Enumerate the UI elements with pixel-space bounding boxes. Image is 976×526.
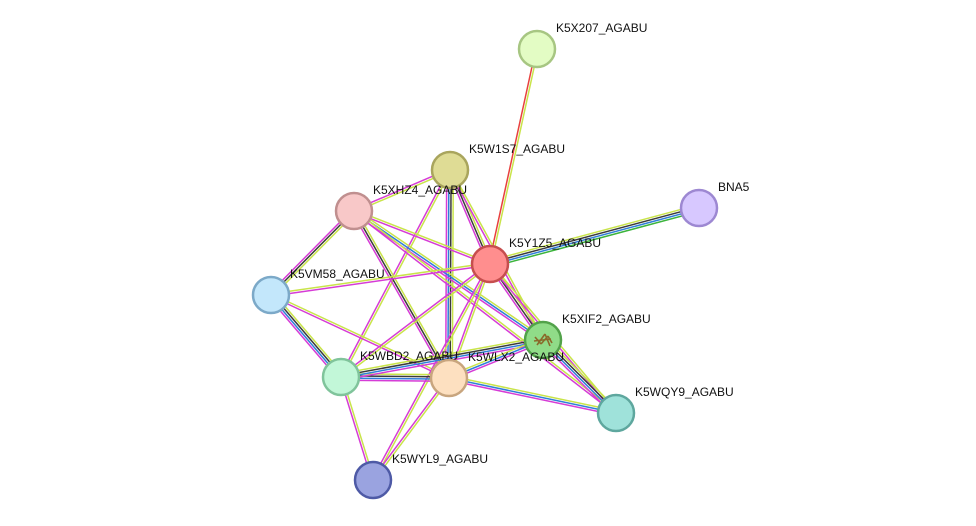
- node-k5x207-agabu[interactable]: K5X207_AGABU: [517, 21, 647, 69]
- node-k5wqy9-agabu[interactable]: K5WQY9_AGABU: [596, 385, 734, 433]
- node-circle[interactable]: [470, 244, 510, 284]
- edge-evidence-line: [272, 212, 357, 298]
- edge-evidence-line: [340, 338, 543, 377]
- edge-evidence-line: [371, 376, 449, 480]
- node-k5wlx2-agabu[interactable]: K5WLX2_AGABU: [429, 350, 564, 398]
- edge-k5xhz4-agabu-k5y1z5-agabu[interactable]: [353, 209, 491, 266]
- node-k5y1z5-agabu[interactable]: K5Y1Z5_AGABU: [470, 236, 601, 284]
- edge-evidence-line: [352, 212, 543, 343]
- edge-evidence-line: [354, 209, 491, 264]
- edge-k5wlx2-agabu-k5wqy9-agabu[interactable]: [448, 375, 617, 416]
- edge-evidence-line: [449, 375, 617, 412]
- edge-evidence-line: [488, 204, 699, 262]
- node-circle[interactable]: [321, 357, 361, 397]
- edge-evidence-line: [353, 210, 544, 341]
- node-label: K5X207_AGABU: [556, 21, 647, 35]
- node-circle[interactable]: [517, 29, 557, 69]
- node-label: BNA5: [718, 180, 750, 194]
- node-circle[interactable]: [596, 393, 636, 433]
- edge-k5x207-agabu-k5y1z5-agabu[interactable]: [488, 48, 539, 265]
- node-circle[interactable]: [334, 191, 374, 231]
- edge-evidence-line: [448, 377, 617, 414]
- node-k5xhz4-agabu[interactable]: K5XHZ4_AGABU: [334, 183, 467, 231]
- edge-evidence-line: [353, 211, 490, 266]
- edge-k5w1s7-agabu-k5wbd2-agabu[interactable]: [339, 169, 452, 378]
- edge-evidence-line: [371, 263, 490, 480]
- edge-k5xhz4-agabu-k5wqy9-agabu[interactable]: [352, 209, 618, 415]
- edge-evidence-line: [271, 264, 491, 297]
- edge-evidence-line: [490, 208, 700, 266]
- node-label: K5WQY9_AGABU: [635, 385, 734, 399]
- edge-k5xhz4-agabu-k5vm58-agabu[interactable]: [268, 208, 357, 298]
- edge-k5wlx2-agabu-k5wyl9-agabu[interactable]: [371, 376, 451, 482]
- node-k5wbd2-agabu[interactable]: K5WBD2_AGABU: [321, 349, 458, 397]
- edge-evidence-line: [451, 170, 455, 379]
- edge-evidence-line: [354, 208, 545, 339]
- edge-evidence-line: [448, 379, 616, 416]
- edge-evidence-line: [351, 211, 448, 380]
- edge-k5xhz4-agabu-k5wlx2-agabu[interactable]: [351, 209, 452, 380]
- node-circle[interactable]: [429, 358, 469, 398]
- edge-k5xhz4-agabu-k5xif2-agabu[interactable]: [352, 208, 545, 343]
- edge-k5y1z5-agabu-bna5[interactable]: [488, 204, 701, 268]
- edge-evidence-line: [340, 336, 543, 375]
- edge-evidence-line: [341, 340, 544, 379]
- node-label: K5WLX2_AGABU: [468, 350, 564, 364]
- node-circle[interactable]: [353, 460, 393, 500]
- node-k5vm58-agabu[interactable]: K5VM58_AGABU: [251, 267, 385, 315]
- edge-k5y1z5-agabu-k5wbd2-agabu[interactable]: [339, 262, 492, 379]
- node-label: K5WBD2_AGABU: [360, 349, 458, 363]
- edge-evidence-line: [488, 48, 537, 264]
- edge-evidence-line: [447, 263, 490, 378]
- node-k5wyl9-agabu[interactable]: K5WYL9_AGABU: [353, 452, 488, 500]
- edge-evidence-line: [339, 169, 450, 377]
- edge-evidence-line: [489, 206, 699, 264]
- node-label: K5XHZ4_AGABU: [373, 183, 467, 197]
- node-layer: K5X207_AGABU K5W1S7_AGABU K5XHZ4_AGABU BNA5…: [251, 21, 750, 500]
- node-bna5[interactable]: BNA5: [679, 180, 750, 228]
- edge-evidence-line: [339, 262, 490, 377]
- node-k5w1s7-agabu[interactable]: K5W1S7_AGABU: [430, 142, 565, 190]
- node-circle[interactable]: [430, 150, 470, 190]
- edge-evidence-line: [270, 295, 449, 380]
- node-label: K5WYL9_AGABU: [392, 452, 488, 466]
- node-circle[interactable]: [679, 188, 719, 228]
- protein-structure-icon: [533, 333, 553, 347]
- edge-evidence-line: [341, 170, 452, 378]
- edge-k5vm58-agabu-k5y1z5-agabu[interactable]: [270, 262, 491, 297]
- edge-evidence-line: [447, 169, 450, 378]
- node-label: K5Y1Z5_AGABU: [509, 236, 601, 250]
- node-k5xif2-agabu[interactable]: K5XIF2_AGABU: [523, 312, 651, 360]
- node-label: K5W1S7_AGABU: [469, 142, 565, 156]
- node-circle[interactable]: [251, 275, 291, 315]
- edge-evidence-line: [353, 210, 450, 379]
- node-label: K5XIF2_AGABU: [562, 312, 651, 326]
- edge-evidence-line: [352, 211, 616, 415]
- edge-evidence-line: [373, 378, 451, 482]
- edge-evidence-line: [270, 262, 490, 295]
- edge-evidence-line: [341, 264, 492, 379]
- node-label: K5VM58_AGABU: [290, 267, 385, 281]
- edge-evidence-line: [490, 49, 539, 265]
- edge-evidence-line: [270, 210, 355, 296]
- edge-evidence-line: [355, 209, 452, 378]
- edge-evidence-line: [490, 210, 701, 268]
- edge-evidence-line: [268, 208, 353, 294]
- edge-evidence-line: [354, 209, 618, 413]
